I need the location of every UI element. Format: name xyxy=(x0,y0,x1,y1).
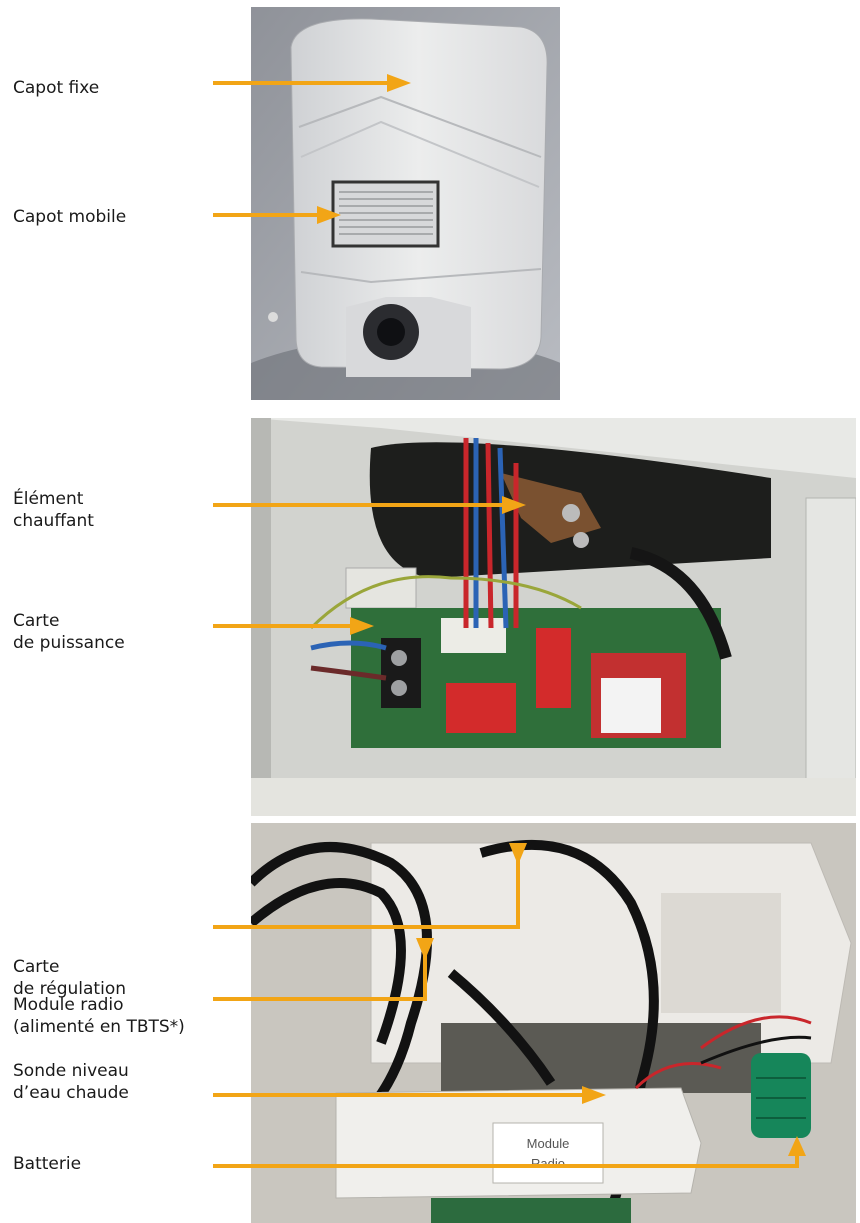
label-capot-fixe: Capot fixe xyxy=(13,78,100,98)
label-element-chauffant: Élément chauffant xyxy=(13,489,94,531)
casing-illustration xyxy=(251,7,560,400)
label-carte-regulation: Carte de régulation xyxy=(13,957,126,999)
label-carte-puissance: Carte de puissance xyxy=(13,611,125,653)
radio-sticker-line2: Radio xyxy=(531,1156,565,1171)
radio-module-illustration: Module Radio xyxy=(251,823,856,1223)
photo-power-board xyxy=(251,418,856,816)
radio-sticker-line1: Module xyxy=(527,1136,570,1151)
label-sonde-niveau: Sonde niveau d’eau chaude xyxy=(13,1061,129,1103)
photo-radio-module: Module Radio xyxy=(251,823,856,1223)
power-board-illustration xyxy=(251,418,856,816)
label-capot-mobile: Capot mobile xyxy=(13,207,127,227)
label-module-radio: Module radio (alimenté en TBTS*) xyxy=(13,995,185,1037)
label-batterie: Batterie xyxy=(13,1154,82,1174)
photo-casing xyxy=(251,7,560,400)
